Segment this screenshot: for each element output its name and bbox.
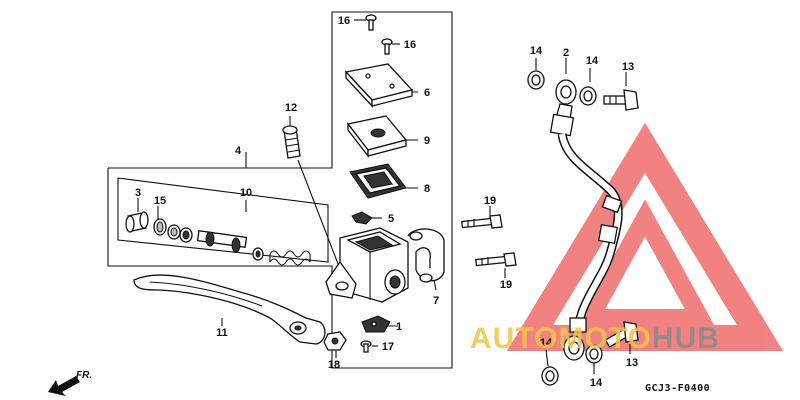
diagram-code: GCJ3-F0400	[645, 383, 710, 394]
pivot-bolt-12	[282, 125, 301, 159]
callout-2: 2	[563, 47, 569, 59]
callout-17: 17	[382, 341, 394, 353]
watermark-triangle-logo	[506, 122, 784, 351]
watermark-text: AUTOMOTOHUB	[470, 322, 720, 355]
callout-16-top: 16	[338, 15, 350, 27]
banjo-bolt-13-top	[603, 89, 639, 111]
callout-13-top: 13	[622, 61, 634, 73]
callout-6: 6	[424, 87, 430, 99]
brake-hose-2	[549, 79, 623, 361]
callout-12: 12	[285, 102, 297, 114]
watermark-brand-part1: AUTOMOTOHUB	[470, 322, 720, 355]
callout-14-bottom-right: 14	[590, 377, 603, 389]
bolt-19-upper	[461, 214, 503, 229]
callout-14-top-left: 14	[530, 45, 543, 57]
nut-18	[323, 331, 347, 351]
washer-14-top-left	[527, 70, 545, 90]
callout-10: 10	[240, 187, 252, 199]
assembly-box-outline	[107, 11, 453, 369]
callout-5: 5	[388, 213, 394, 225]
callout-11: 11	[216, 327, 228, 339]
brake-switch-1	[361, 315, 391, 333]
diaphragm-plate-9	[346, 115, 408, 158]
clamp-holder-7	[407, 228, 445, 283]
callout-19-upper: 19	[484, 195, 496, 207]
callout-8: 8	[424, 183, 430, 195]
dust-boot-3	[125, 211, 149, 233]
front-direction-label: FR.	[76, 370, 92, 381]
watermark-brand-part2: HUB	[652, 322, 720, 355]
washer-14-bottom-left	[541, 366, 559, 386]
washer-14-top-right	[579, 86, 597, 106]
callout-labels: 1 2 3 4 5 6 7 8 9 10 11 12 13 13 14 14 1…	[135, 15, 638, 389]
callout-14-bottom-left: 14	[540, 337, 553, 349]
diaphragm-8	[349, 163, 407, 199]
front-direction-arrow-icon	[48, 376, 80, 396]
banjo-bolt-13-bottom	[604, 321, 639, 348]
callout-14-top-right: 14	[586, 55, 599, 67]
callout-4: 4	[235, 145, 242, 157]
callout-7: 7	[433, 295, 439, 307]
piston-set-10	[167, 224, 311, 266]
callout-9: 9	[424, 135, 430, 147]
screw-17	[360, 340, 372, 353]
screw-16-top	[365, 14, 377, 31]
callout-15: 15	[154, 195, 166, 207]
callout-3: 3	[135, 187, 141, 199]
circlip-15	[153, 218, 167, 236]
washer-14-bottom-right	[585, 344, 603, 364]
callout-19-lower: 19	[500, 279, 512, 291]
bolt-19-lower	[475, 252, 517, 267]
float-plate-5	[351, 211, 373, 225]
brake-lever-11	[133, 274, 326, 345]
master-cylinder-body	[325, 227, 409, 303]
callout-18: 18	[328, 359, 340, 371]
piston-set-box	[117, 177, 329, 263]
screw-16-second	[381, 38, 393, 55]
callout-1: 1	[396, 321, 402, 333]
callout-13-bottom: 13	[626, 357, 638, 369]
callout-16-second: 16	[404, 39, 416, 51]
reservoir-cap-6	[344, 63, 414, 108]
